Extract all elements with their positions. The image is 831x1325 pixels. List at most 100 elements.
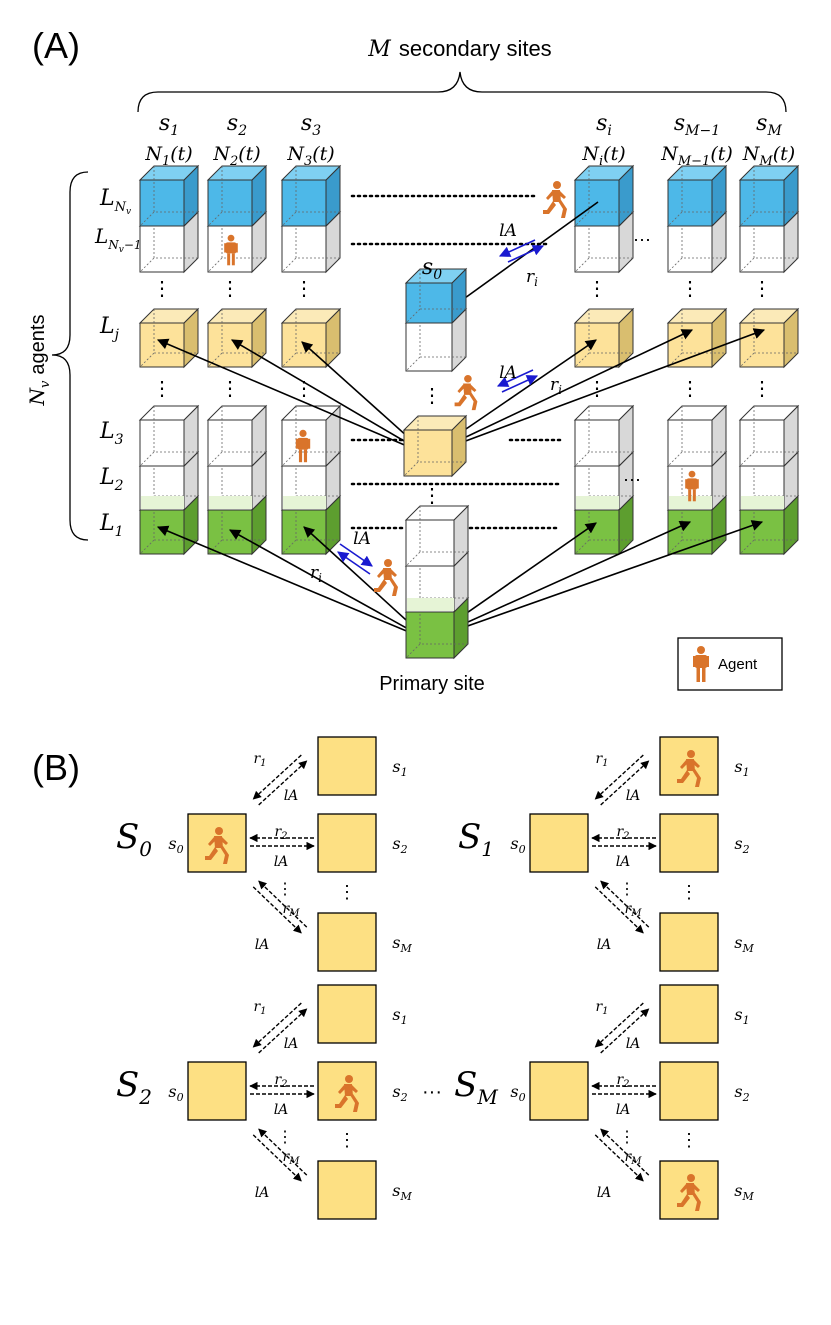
arrow-to-l1 — [427, 520, 764, 641]
rate-arrow-ri — [501, 375, 539, 393]
ellipsis: ··· — [422, 1081, 442, 1103]
cube-level-3 — [206, 404, 268, 468]
cube-level-nv — [280, 164, 342, 228]
rate-label: r1 — [253, 999, 266, 1017]
rate-label: r2 — [274, 1072, 287, 1090]
vdots: ⋮ — [422, 485, 442, 507]
vdots: ⋮ — [338, 882, 356, 902]
state-label: S1 — [458, 817, 494, 861]
rate-label: lA — [284, 788, 299, 804]
rate-label: lA — [616, 854, 631, 870]
site-label-s2: s2 — [734, 834, 749, 856]
site-count-6: NM(t) — [742, 143, 795, 169]
dashed-arrow — [258, 760, 308, 806]
vdots: ⋮ — [619, 1129, 635, 1146]
site-column-5: ⋮⋮ — [666, 164, 728, 556]
site-name-3: s3 — [301, 111, 321, 139]
rate-label: lA — [274, 854, 289, 870]
arrow-to-lj — [156, 338, 429, 456]
level-label-6: L1 — [99, 511, 124, 540]
site-box-s0 — [187, 1061, 247, 1121]
hub-cube-lj — [402, 414, 468, 478]
vdots: ⋮ — [680, 1130, 698, 1150]
agent-icon — [543, 181, 567, 218]
rate-label-ri: ri — [526, 267, 538, 289]
cube-level-3 — [138, 404, 200, 468]
level-label-1: LNv — [99, 186, 131, 217]
vdots: ⋮ — [220, 378, 240, 400]
site-label-s2: s2 — [734, 1082, 749, 1104]
site-box-s0 — [529, 1061, 589, 1121]
rate-label: r2 — [616, 824, 629, 842]
cube — [404, 267, 468, 325]
legend-label: Agent — [718, 656, 758, 673]
rate-label: rM — [625, 1149, 643, 1167]
agent-icon — [454, 374, 478, 411]
rate-arrow-ri — [337, 551, 371, 575]
primary-site-label: Primary site — [379, 673, 485, 695]
rate-arrow-ri — [507, 245, 545, 263]
vdots: ⋮ — [220, 278, 240, 300]
arrow-to-l1 — [156, 525, 429, 641]
cube-level-nv-1 — [666, 210, 728, 274]
site-label-sm: sM — [734, 933, 754, 955]
site-label-s0: s0 — [510, 834, 525, 856]
rate-arrow-la — [498, 239, 536, 257]
site-box-s1 — [317, 736, 377, 796]
rate-label-la: lA — [499, 363, 517, 383]
vdots: ⋮ — [680, 378, 700, 400]
cube-level-j — [206, 307, 268, 369]
dashed-arrow — [594, 754, 644, 800]
site-label-s1: s1 — [734, 757, 749, 779]
rate-label: lA — [616, 1102, 631, 1118]
site-box-sm — [659, 912, 719, 972]
rate-label: lA — [255, 1185, 270, 1201]
site-box-s2 — [317, 813, 377, 873]
arrow-to-l1 — [427, 521, 692, 641]
site-name-1: s1 — [159, 111, 179, 139]
site-label-s0: s0 — [510, 1082, 525, 1104]
site-column-2: ⋮⋮ — [206, 164, 268, 556]
arrow-to-l1 — [229, 529, 429, 641]
center-site-label: s0 — [422, 255, 442, 283]
arrow-to-lj — [427, 328, 766, 456]
cube-level-3 — [280, 404, 342, 468]
cube-level-j — [280, 307, 342, 369]
state-label: S0 — [116, 817, 152, 861]
vdots: ⋮ — [587, 278, 607, 300]
dashed-arrow — [594, 886, 644, 934]
center-site-s0 — [404, 267, 468, 373]
site-column-3: ⋮⋮ — [280, 164, 342, 556]
dashed-arrow — [252, 1134, 302, 1182]
ellipsis: ⋯ — [633, 230, 651, 250]
site-label-sm: sM — [392, 933, 412, 955]
cube-level-nv — [138, 164, 200, 228]
rate-label: r2 — [274, 824, 287, 842]
site-column-1: ⋮⋮ — [138, 164, 200, 556]
state-label: SM — [454, 1065, 498, 1109]
site-name-4: si — [596, 111, 612, 139]
rate-label-ri: ri — [310, 563, 322, 585]
ellipsis: ⋯ — [623, 470, 641, 490]
site-label-sm: sM — [734, 1181, 754, 1203]
rate-label-ri: ri — [550, 375, 562, 397]
site-label-s1: s1 — [734, 1005, 749, 1027]
rate-label-la: lA — [499, 221, 517, 241]
cube-level-j — [666, 307, 728, 369]
legend: Agent — [677, 637, 783, 691]
rate-label: lA — [626, 1036, 641, 1052]
panel-b-label: (B) — [32, 747, 80, 788]
cube-level-j — [138, 307, 200, 369]
rate-label: rM — [283, 901, 301, 919]
site-box-s0 — [529, 813, 589, 873]
site-name-2: s2 — [227, 111, 247, 139]
site-label-s1: s1 — [392, 1005, 407, 1027]
primary-site-stack — [404, 504, 470, 660]
vdots: ⋮ — [680, 882, 698, 902]
rate-label: r2 — [616, 1072, 629, 1090]
site-box-s2 — [659, 813, 719, 873]
